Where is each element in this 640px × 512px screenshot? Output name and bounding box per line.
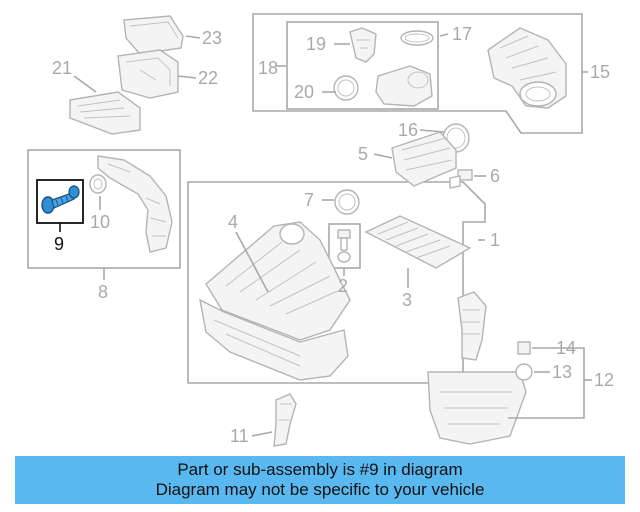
callout-19: 19 — [306, 34, 326, 54]
part-5-sleeve — [391, 131, 457, 187]
callout-8: 8 — [98, 282, 108, 302]
part-19-sensor — [349, 27, 377, 63]
callout-14: 14 — [556, 338, 576, 358]
callout-12: 12 — [594, 370, 614, 390]
part-17-clamp — [400, 30, 434, 46]
callout-1: 1 — [490, 230, 500, 250]
part-18-housing — [375, 65, 433, 107]
part-22-resonator — [117, 49, 179, 99]
callout-2: 2 — [338, 276, 348, 296]
callout-18: 18 — [258, 58, 278, 78]
callout-5: 5 — [358, 144, 368, 164]
callout-21: 21 — [52, 58, 72, 78]
part-9-bolt-highlighted[interactable] — [41, 185, 80, 214]
frame-group-18 — [286, 21, 439, 110]
part-10-grommet — [89, 174, 107, 194]
part-14-clip — [517, 341, 531, 355]
part-13-grommet — [515, 363, 533, 381]
parts-diagram: 23 22 21 19 17 18 20 15 16 5 6 7 1 4 2 3… — [27, 13, 614, 447]
banner-line-2: Diagram may not be specific to your vehi… — [155, 480, 485, 499]
info-banner: Part or sub-assembly is #9 in diagram Di… — [15, 456, 625, 504]
callout-10: 10 — [90, 212, 110, 232]
callout-4: 4 — [228, 212, 238, 232]
callout-22: 22 — [198, 68, 218, 88]
part-7-gasket — [334, 189, 360, 215]
part-20-gasket — [333, 75, 359, 101]
part-1-housing-lower — [199, 298, 349, 381]
callout-15: 15 — [590, 62, 610, 82]
part-2-bolt — [337, 229, 351, 263]
frame-group-15 — [252, 13, 583, 134]
callout-17: 17 — [452, 24, 472, 44]
part-23-cover — [123, 15, 184, 55]
part-21-duct — [69, 75, 141, 135]
callout-7: 7 — [304, 190, 314, 210]
callout-16: 16 — [398, 120, 418, 140]
part-8-inlet-duct — [97, 155, 173, 253]
callout-13: 13 — [552, 362, 572, 382]
part-6-bolt — [449, 169, 473, 189]
part-4-upper-cover — [205, 221, 351, 341]
part-12-resonator — [427, 291, 527, 445]
callout-23: 23 — [202, 28, 222, 48]
callout-9: 9 — [54, 234, 64, 254]
callout-3: 3 — [402, 290, 412, 310]
part-11-drain-hose — [273, 393, 297, 447]
part-15-intake-hose — [487, 27, 567, 109]
part-3-filter — [364, 215, 472, 269]
frame-group-1 — [187, 181, 486, 384]
callout-20: 20 — [294, 82, 314, 102]
callout-6: 6 — [490, 166, 500, 186]
banner-line-1: Part or sub-assembly is #9 in diagram — [177, 460, 463, 479]
callout-11: 11 — [230, 426, 249, 446]
